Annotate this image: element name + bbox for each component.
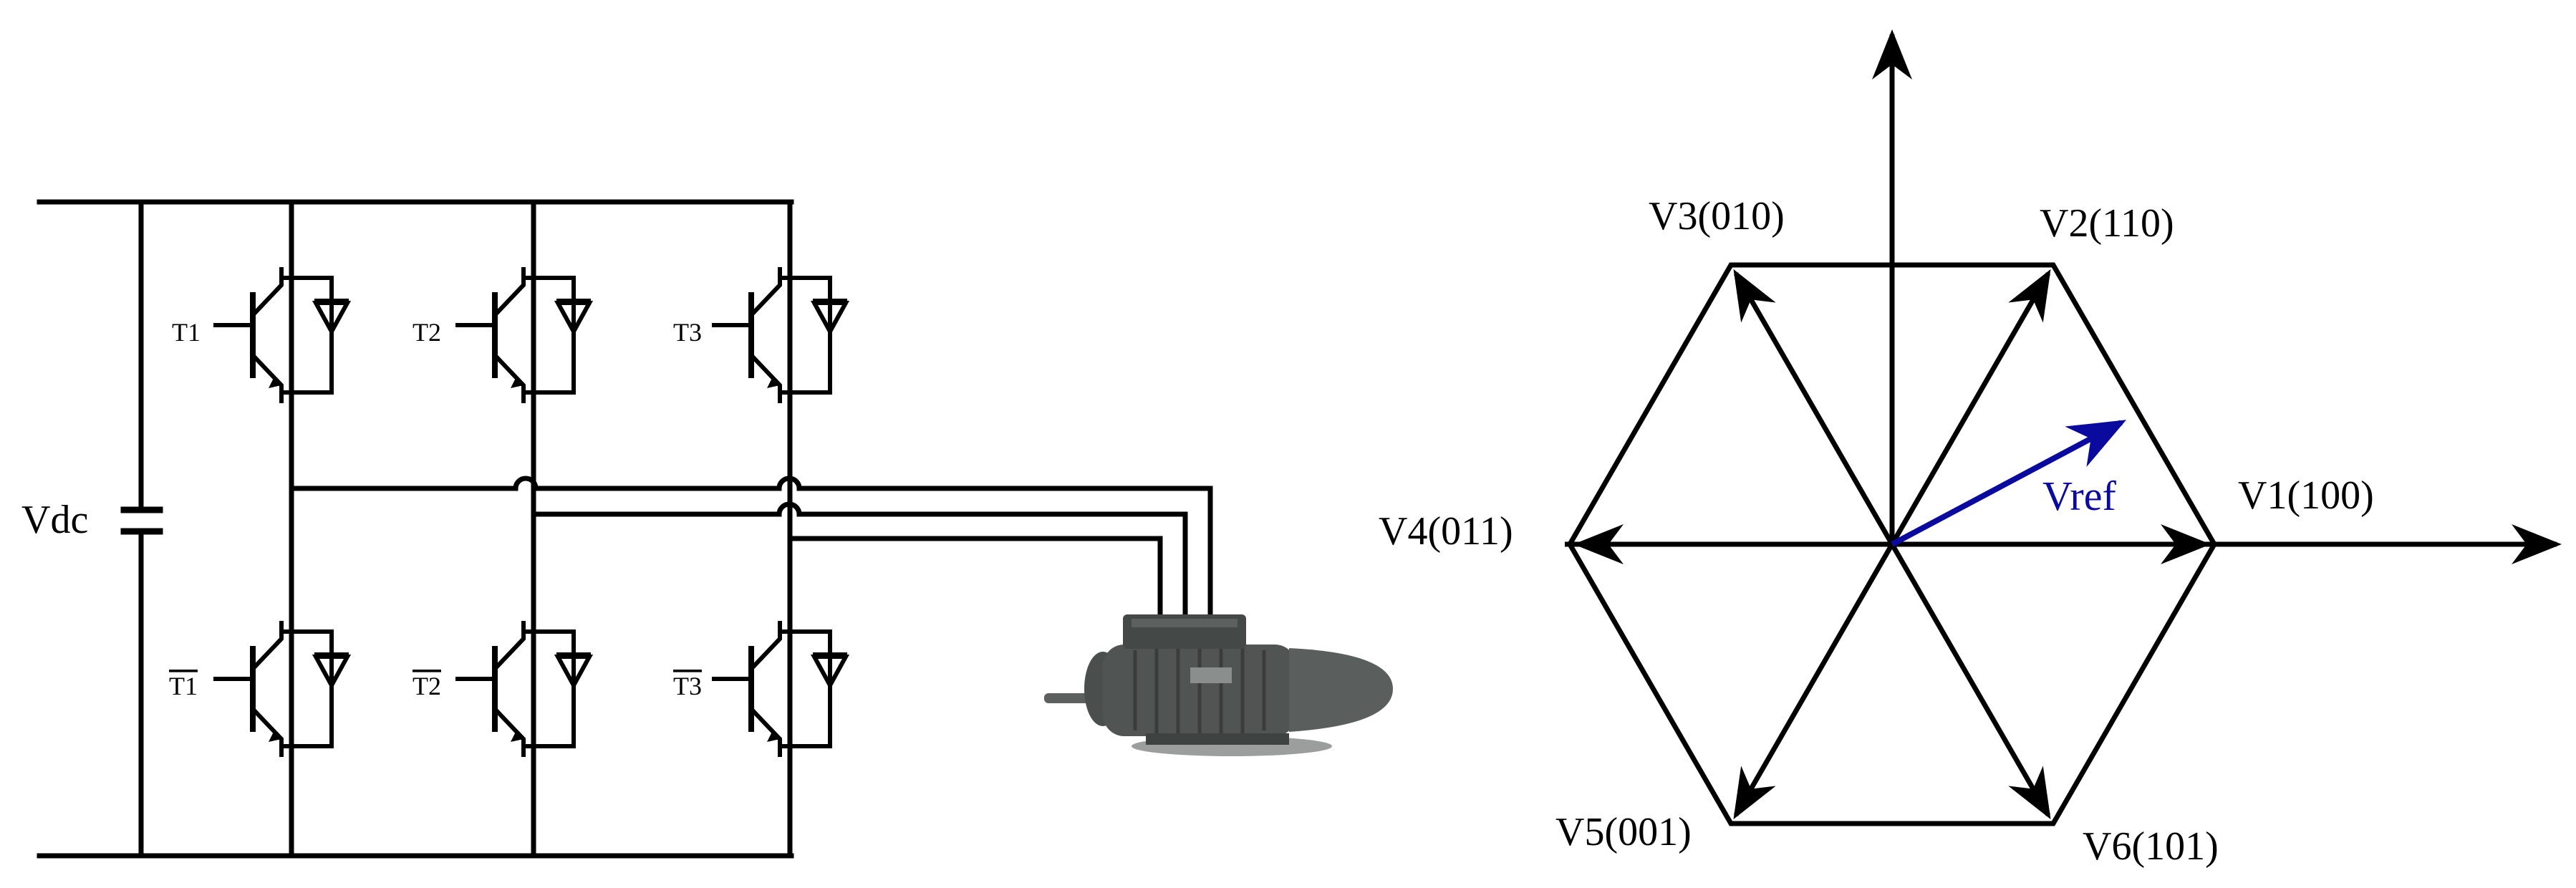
label-v3: V3(010) bbox=[1649, 194, 1785, 238]
dc-capacitor bbox=[120, 199, 163, 859]
switch-label-t3: T3 bbox=[673, 318, 702, 347]
label-v1: V1(100) bbox=[2238, 473, 2374, 518]
phase-output-wires bbox=[289, 476, 1213, 619]
vector-v6 bbox=[1889, 543, 2051, 820]
switch-label-t2: T2 bbox=[413, 318, 441, 347]
label-v2: V2(110) bbox=[2040, 201, 2174, 246]
switch-t3-bar bbox=[712, 621, 847, 757]
switch-t2 bbox=[455, 267, 591, 403]
space-vector-diagram: V1(100) V2(110) V3(010) V4(011) V5(001) … bbox=[1379, 29, 2562, 869]
dc-voltage-label: Vdc bbox=[21, 498, 88, 542]
switch-t1 bbox=[213, 267, 349, 403]
vector-vref bbox=[1891, 420, 2127, 547]
phase-c-wire bbox=[787, 536, 1163, 619]
switch-t1-bar bbox=[213, 621, 349, 757]
vector-v3 bbox=[1733, 269, 1895, 546]
label-vref: Vref bbox=[2042, 473, 2116, 519]
switch-t3 bbox=[712, 267, 847, 403]
switch-label-t2-bar: T2 bbox=[413, 672, 441, 700]
label-v6: V6(101) bbox=[2083, 824, 2219, 869]
vector-v2 bbox=[1889, 269, 2051, 546]
phase-a-wire bbox=[289, 476, 1213, 619]
hexagon-boundary bbox=[1566, 262, 2218, 826]
vector-v5 bbox=[1733, 543, 1895, 820]
switch-label-t3-bar: T3 bbox=[673, 672, 702, 700]
switch-label-t1-bar: T1 bbox=[169, 672, 198, 700]
phase-b-wire bbox=[531, 501, 1188, 619]
induction-motor-icon bbox=[1044, 614, 1393, 756]
inverter-circuit: Vdc T1 T2 T3 bbox=[21, 199, 1213, 859]
label-v4: V4(011) bbox=[1379, 509, 1513, 554]
label-v5: V5(001) bbox=[1555, 810, 1692, 854]
switch-label-t1: T1 bbox=[172, 318, 201, 347]
switch-t2-bar bbox=[455, 621, 591, 757]
